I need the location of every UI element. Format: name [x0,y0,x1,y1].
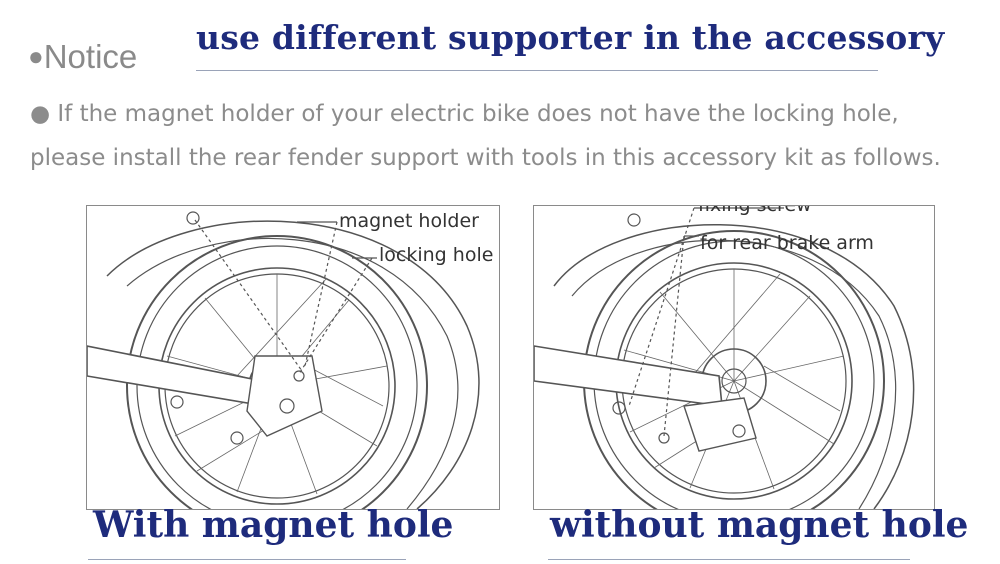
annotation-fixing-screw: fixing screw [698,205,812,216]
headline: use different supporter in the accessory [196,18,945,57]
notice-label: ●Notice [28,38,137,76]
left-wheel-drawing [87,211,480,509]
right-diagram-panel: fixing screw for rear brake arm [533,205,935,510]
notice-bullet: ● [28,41,44,71]
left-diagram-panel: magnet holder locking hole [86,205,500,510]
right-wheel-drawing [534,207,915,509]
caption-right-underline [548,559,910,560]
caption-left-underline [88,559,406,560]
notice-text: Notice [43,38,138,75]
caption-right: without magnet hole [550,504,969,546]
annotation-locking-hole: locking hole [379,244,494,266]
annotation-rear-brake-arm: for rear brake arm [700,232,874,254]
headline-underline [196,70,878,71]
body-line-1: ● If the magnet holder of your electric … [30,101,899,127]
annotation-magnet-holder: magnet holder [339,210,479,232]
body-line-2: please install the rear fender support w… [30,145,941,171]
caption-left: With magnet hole [93,504,454,546]
